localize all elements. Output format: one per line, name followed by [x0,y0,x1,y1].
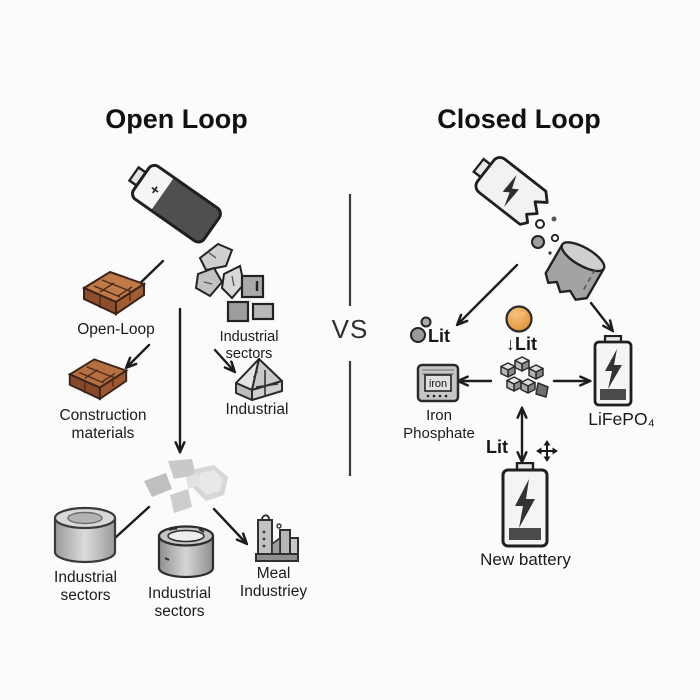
lifepo4-label: LiFePO₄ [588,409,655,429]
lithium-particles-label: Lit [428,326,450,346]
industrial-sectors-mid-label: Industrial sectors [148,585,211,621]
new-battery-label: New battery [480,550,571,569]
iron-phosphate-label: Iron Phosphate [403,407,475,442]
construction-materials-label: Construction materials [59,407,147,443]
arrow-rocks-to-factory [212,507,246,543]
lifepo4-battery-icon [593,335,633,407]
scrap-pieces-icon [194,242,246,300]
industrial-sectors-label: Industrial sectors [219,329,279,363]
industrial-label: Industrial [225,401,289,418]
arrow-cell-to-lifepo4 [589,301,612,330]
battery-cell-icon [534,234,612,315]
lithium-particles-icon [410,316,432,343]
brick-slab-icon [81,270,147,316]
debris-dots-icon [531,216,567,255]
new-battery-icon [501,462,549,548]
iron-box-text: iron [429,378,447,390]
lithium-down-label: ↓Lit [506,334,537,354]
move-icon [536,440,558,462]
factory-icon [255,514,299,562]
vs-label: VS [331,314,369,344]
arrow-sectors-to-industrial [213,348,234,371]
metal-industry-label: Meal Industriey [239,565,308,601]
arrow-openloop-to-construction [127,343,151,367]
lithium-return-label: Lit [486,437,508,457]
iron-phosphate-box-icon: iron [416,363,460,403]
ev-battery-icon [462,145,565,241]
metal-cylinder-icon [53,506,117,564]
spent-battery-icon: + [119,154,228,251]
open-loop-label: Open-Loop [77,321,155,338]
lithium-sphere-icon [505,305,533,333]
rock-pile-icon [144,459,228,513]
metal-cubes-icon [226,274,275,323]
material-cubes-icon [500,356,549,398]
open-loop-title: Open Loop [105,104,248,134]
closed-loop-title: Closed Loop [437,104,601,134]
brick-slab-icon [67,358,129,401]
industrial-structure-icon [235,358,283,401]
metal-casing-icon [157,525,215,579]
arrow-battery-to-lithium [458,263,519,324]
industrial-sectors-left-label: Industrial sectors [54,569,117,605]
